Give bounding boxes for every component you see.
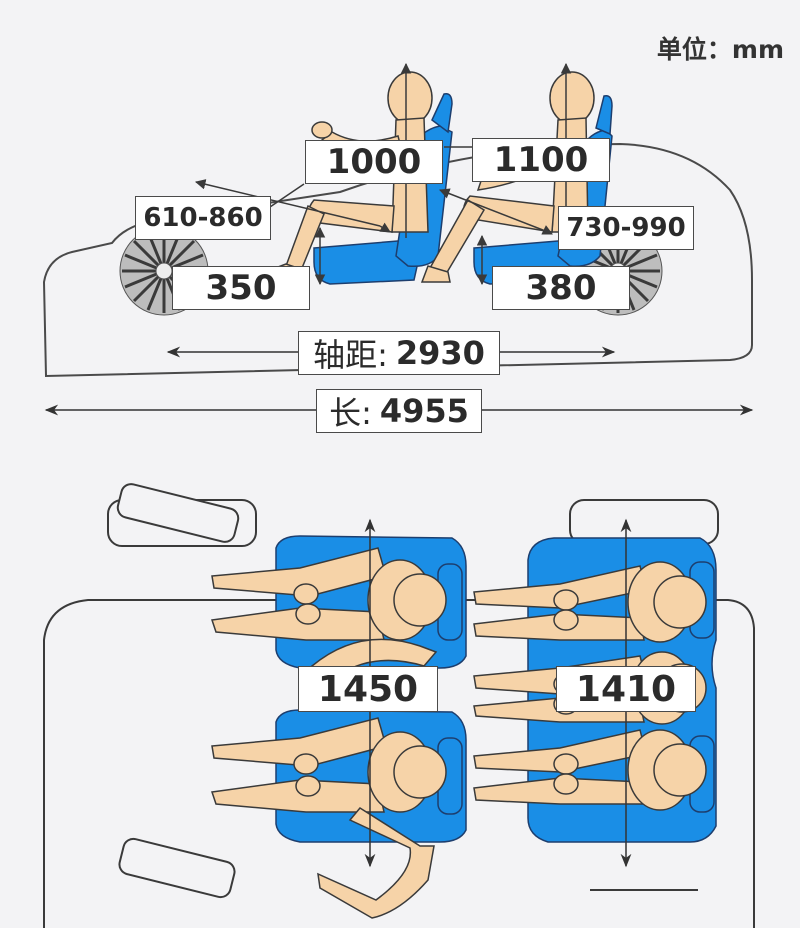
- wheelbase-label: 轴距: 2930: [298, 331, 500, 375]
- rear-seat: [473, 94, 613, 285]
- front-seat-height-label: 350: [172, 266, 310, 310]
- unit-label: 单位：mm: [656, 35, 784, 64]
- car-top-outline: [43, 599, 755, 928]
- length-label: 长: 4955: [316, 389, 482, 433]
- rear-headroom-label: 1100: [472, 138, 610, 182]
- rear-seat-height-label: 380: [492, 266, 630, 310]
- length-value: 4955: [379, 392, 469, 430]
- wheelbase-value: 2930: [395, 334, 485, 372]
- front-occupants-top: [211, 547, 447, 919]
- rear-width-label: 1410: [556, 666, 696, 712]
- length-prefix: 长:: [329, 394, 372, 432]
- front-seat: [313, 92, 453, 285]
- front-headroom-label: 1000: [305, 140, 443, 184]
- rear-legroom-label: 730-990: [558, 206, 694, 250]
- front-legroom-label: 610-860: [135, 196, 271, 240]
- front-width-label: 1450: [298, 666, 438, 712]
- wheelbase-prefix: 轴距:: [313, 336, 388, 374]
